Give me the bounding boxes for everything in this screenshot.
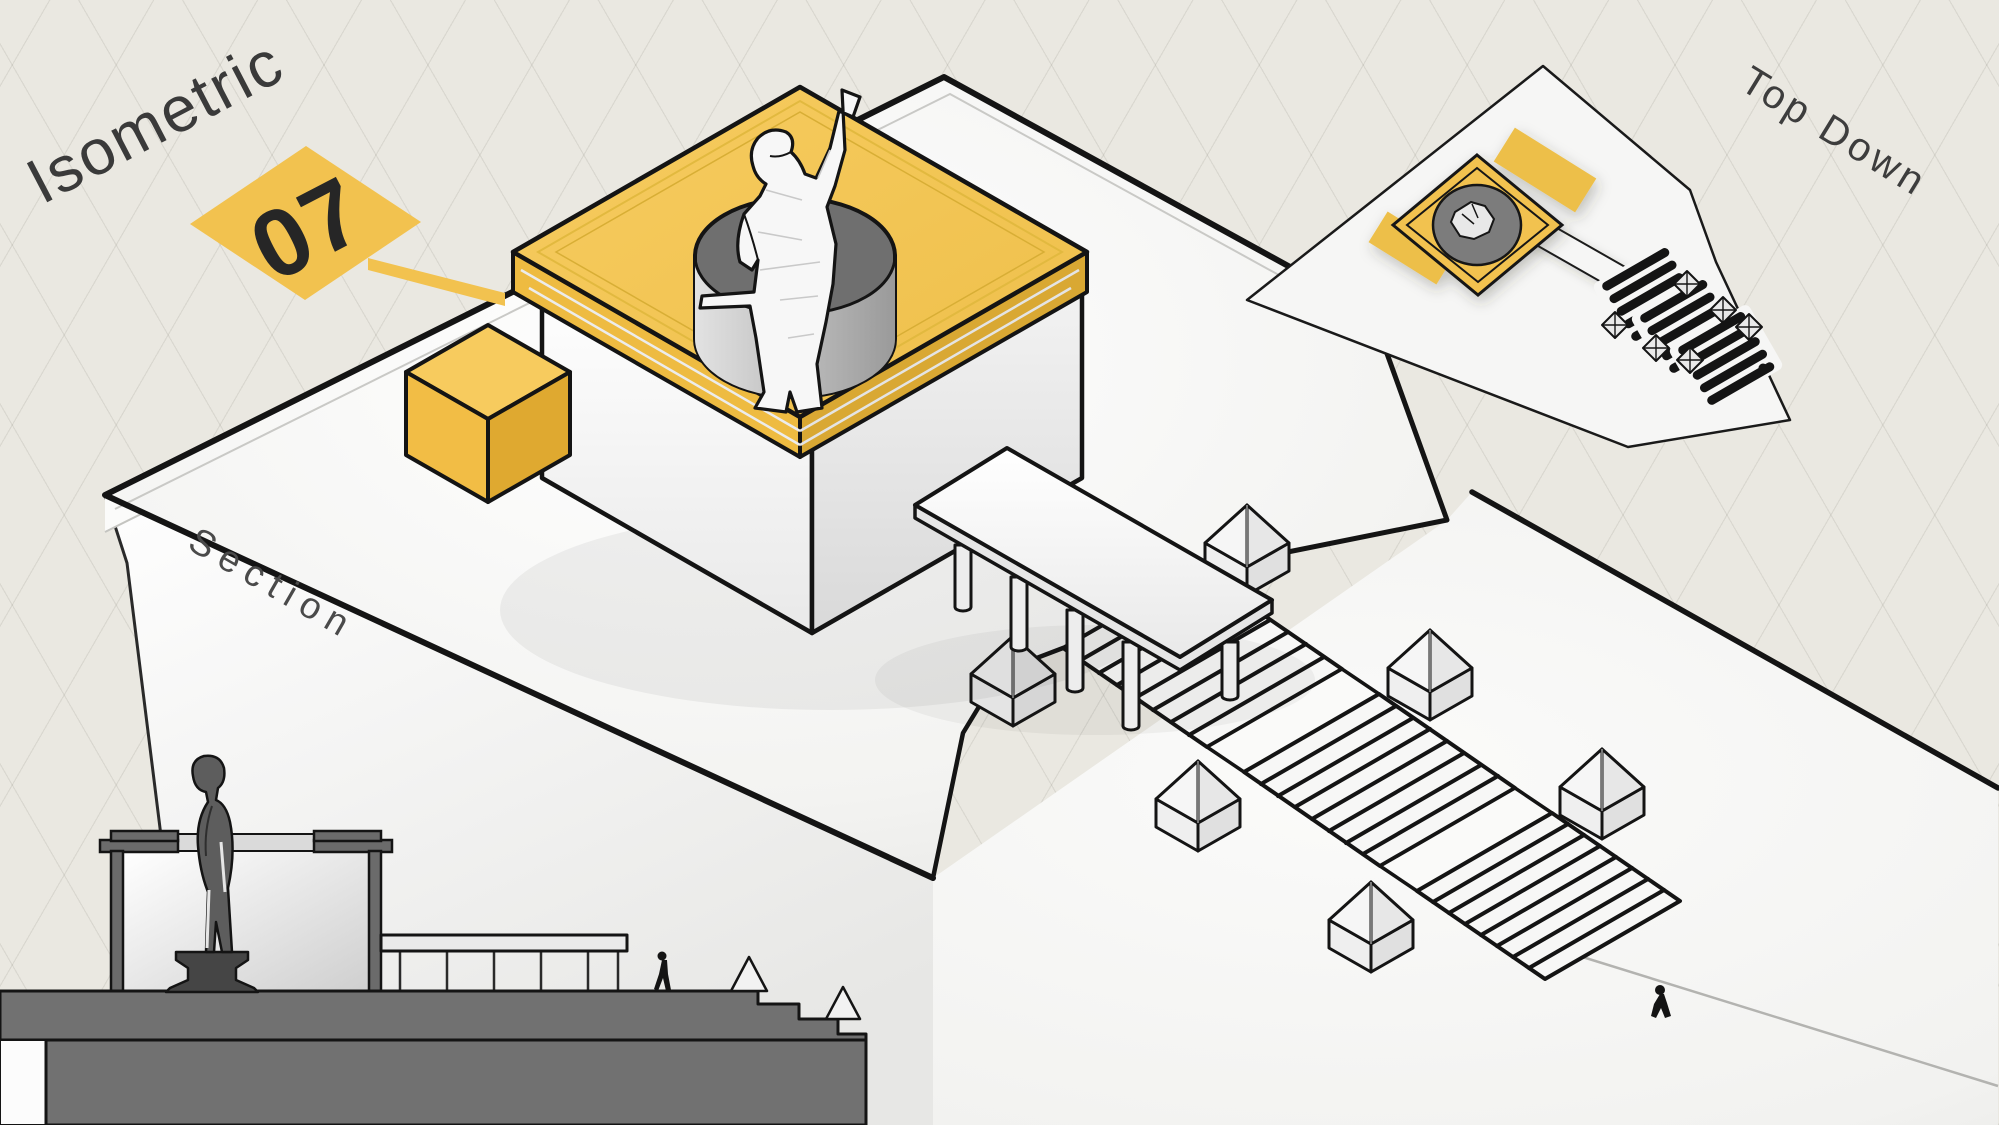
- top-down-label: Top Down: [1733, 58, 1935, 205]
- section-wall-left: [109, 849, 125, 993]
- section-interior: [123, 851, 369, 991]
- statue-figure: [698, 88, 862, 414]
- section-canopy: [379, 933, 629, 991]
- section-person: [654, 951, 671, 991]
- lower-plaza: [583, 489, 1999, 1125]
- person-figure: [1651, 985, 1671, 1018]
- table-top: [913, 446, 1274, 659]
- section-ground-lower: [44, 1038, 868, 1125]
- plan-statue: [1449, 200, 1496, 241]
- canopy-table: [875, 446, 1315, 735]
- title-block: Isometric 07: [15, 25, 505, 306]
- section-pyramid-1: [729, 955, 769, 993]
- section-footing-gap: [0, 1039, 47, 1125]
- plan-person-dot: [1758, 363, 1768, 373]
- section-statue-plinth: [164, 950, 260, 994]
- view-badge-number: 07: [234, 156, 382, 302]
- section-statue: [191, 754, 234, 954]
- badge-leader: [368, 258, 505, 306]
- plaza-level-line: [1559, 948, 1999, 1088]
- section-cornices: [98, 829, 394, 854]
- section-view: [0, 754, 868, 1125]
- view-badge: [190, 146, 421, 300]
- section-ground-upper: [0, 989, 868, 1042]
- plaza-edge: [1469, 489, 1999, 791]
- table-legs: [953, 543, 1240, 732]
- plan-pedestal: [1368, 127, 1597, 297]
- lower-plaza-surface: [583, 492, 1998, 1125]
- yellow-cube: [404, 323, 572, 504]
- section-wall-right: [367, 849, 383, 993]
- section-pyramid-2: [824, 985, 862, 1021]
- plan-stairs: [1591, 238, 1785, 414]
